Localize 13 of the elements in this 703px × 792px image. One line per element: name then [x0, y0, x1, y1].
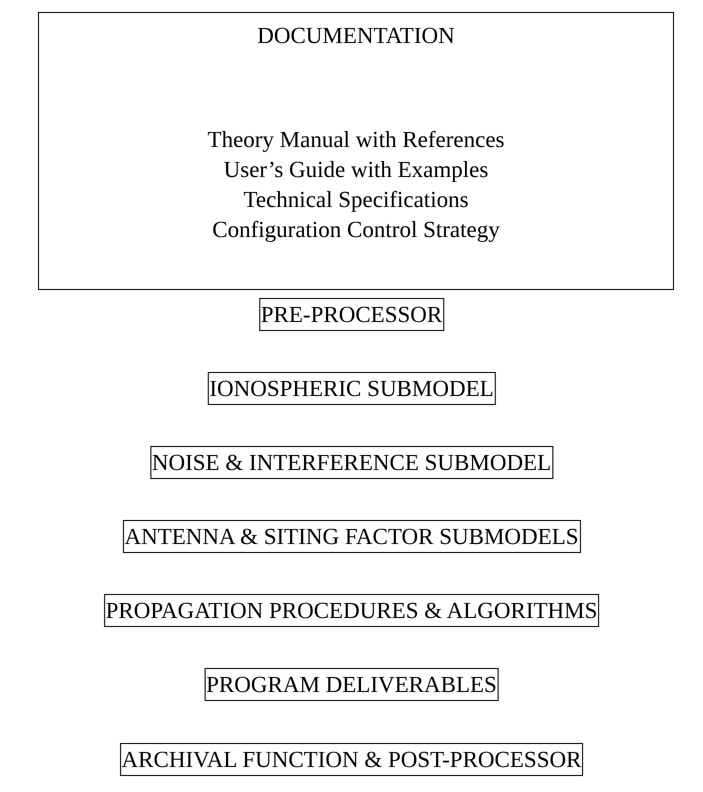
module-box: ANTENNA & SITING FACTOR SUBMODELS: [122, 520, 581, 553]
module-box: ARCHIVAL FUNCTION & POST-PROCESSOR: [120, 743, 584, 776]
module-box: PROPAGATION PROCEDURES & ALGORITHMS: [104, 594, 600, 627]
document-item: Theory Manual with References: [206, 126, 506, 154]
module-box: NOISE & INTERFERENCE SUBMODEL: [150, 446, 554, 479]
panel-heading: DOCUMENTATION: [256, 22, 456, 50]
module-box: PROGRAM DELIVERABLES: [204, 668, 499, 701]
document-item: Technical Specifications: [242, 186, 470, 214]
document-item: Configuration Control Strategy: [211, 216, 501, 244]
module-box: IONOSPHERIC SUBMODEL: [207, 372, 496, 405]
module-box: PRE-PROCESSOR: [258, 298, 444, 331]
document-item: User’s Guide with Examples: [222, 156, 490, 184]
documentation-panel: [38, 12, 674, 290]
